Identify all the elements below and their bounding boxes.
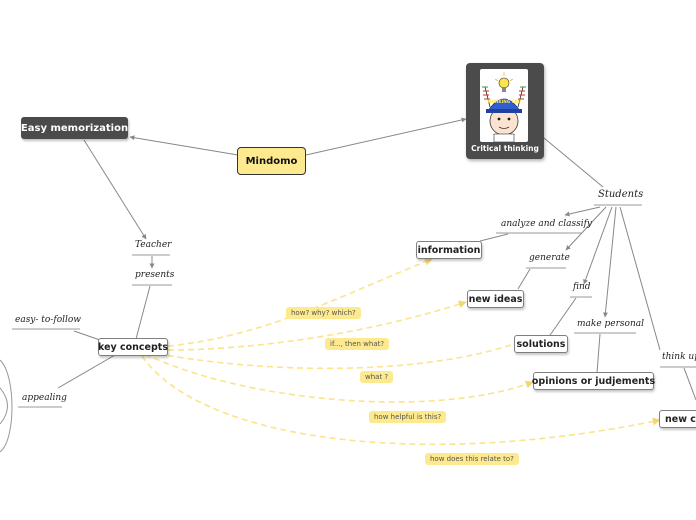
relation-line-new-ideas: [147, 300, 467, 351]
topic-easy-memorization[interactable]: Easy memorization: [21, 117, 128, 139]
label-generate[interactable]: generate: [529, 253, 570, 263]
connector-memorization-teacher: [83, 139, 147, 240]
relation-how-does-this-relate[interactable]: how does this relate to?: [425, 453, 519, 465]
relation-what[interactable]: what ?: [360, 371, 394, 383]
relation-if-then-what[interactable]: if..., then what?: [325, 338, 390, 350]
connector-students-generate: [565, 206, 607, 251]
svg-text:THINKING CAP: THINKING CAP: [487, 99, 521, 104]
thinking-cap-image: THINKING CAP: [480, 69, 528, 142]
connector-key-appealing: [57, 354, 116, 389]
label-students[interactable]: Students: [598, 189, 644, 200]
topic-key-concepts[interactable]: key concepts: [98, 338, 168, 356]
relation-how-helpful[interactable]: how helpful is this?: [369, 411, 447, 423]
connector-mindomo-memorization: [129, 135, 239, 156]
connector-key-easy: [73, 330, 101, 341]
connector-presents-key: [135, 285, 151, 340]
connector-critical-students: [543, 137, 604, 188]
topic-new-co[interactable]: new co: [659, 410, 696, 428]
connector-generate-newideas: [517, 268, 531, 290]
label-analyze-and-classify[interactable]: analyze and classify: [501, 219, 593, 229]
topic-new-ideas[interactable]: new ideas: [467, 290, 524, 308]
connector-students-makepersonal: [602, 206, 617, 318]
label-make-personal[interactable]: make personal: [577, 319, 645, 329]
relation-line-new-co: [141, 355, 661, 446]
relation-line-solutions: [147, 343, 515, 370]
topic-critical-thinking[interactable]: THINKING CAP Critical thinking: [466, 63, 544, 159]
relation-line-information: [147, 257, 433, 349]
connector-mindomo-critical: [305, 117, 467, 156]
connector-analyze-information: [479, 233, 509, 242]
label-think-up[interactable]: think up: [662, 352, 696, 362]
relation-line-opinions: [144, 353, 534, 403]
label-appealing[interactable]: appealing: [22, 393, 67, 403]
critical-thinking-caption: Critical thinking: [471, 144, 539, 153]
connector-makepersonal-opinions: [596, 333, 601, 374]
label-easy-to-follow[interactable]: easy- to-follow: [15, 315, 82, 325]
topic-solutions[interactable]: solutions: [514, 335, 568, 353]
central-topic-mindomo[interactable]: Mindomo: [237, 147, 306, 175]
topic-opinions-or-judjements[interactable]: opinions or judjements: [532, 372, 655, 390]
topic-information[interactable]: information: [416, 241, 482, 259]
connector-students-find: [583, 206, 613, 285]
label-find[interactable]: find: [573, 282, 591, 292]
label-presents[interactable]: presents: [135, 270, 175, 280]
relation-how-why-which[interactable]: how? why? which?: [286, 307, 361, 319]
connector-students-analyze: [564, 206, 601, 217]
connector-students-thinkup: [619, 206, 661, 351]
label-teacher[interactable]: Teacher: [135, 240, 172, 250]
connector-thinkup-newco: [683, 367, 696, 401]
connector-find-solutions: [547, 297, 577, 339]
